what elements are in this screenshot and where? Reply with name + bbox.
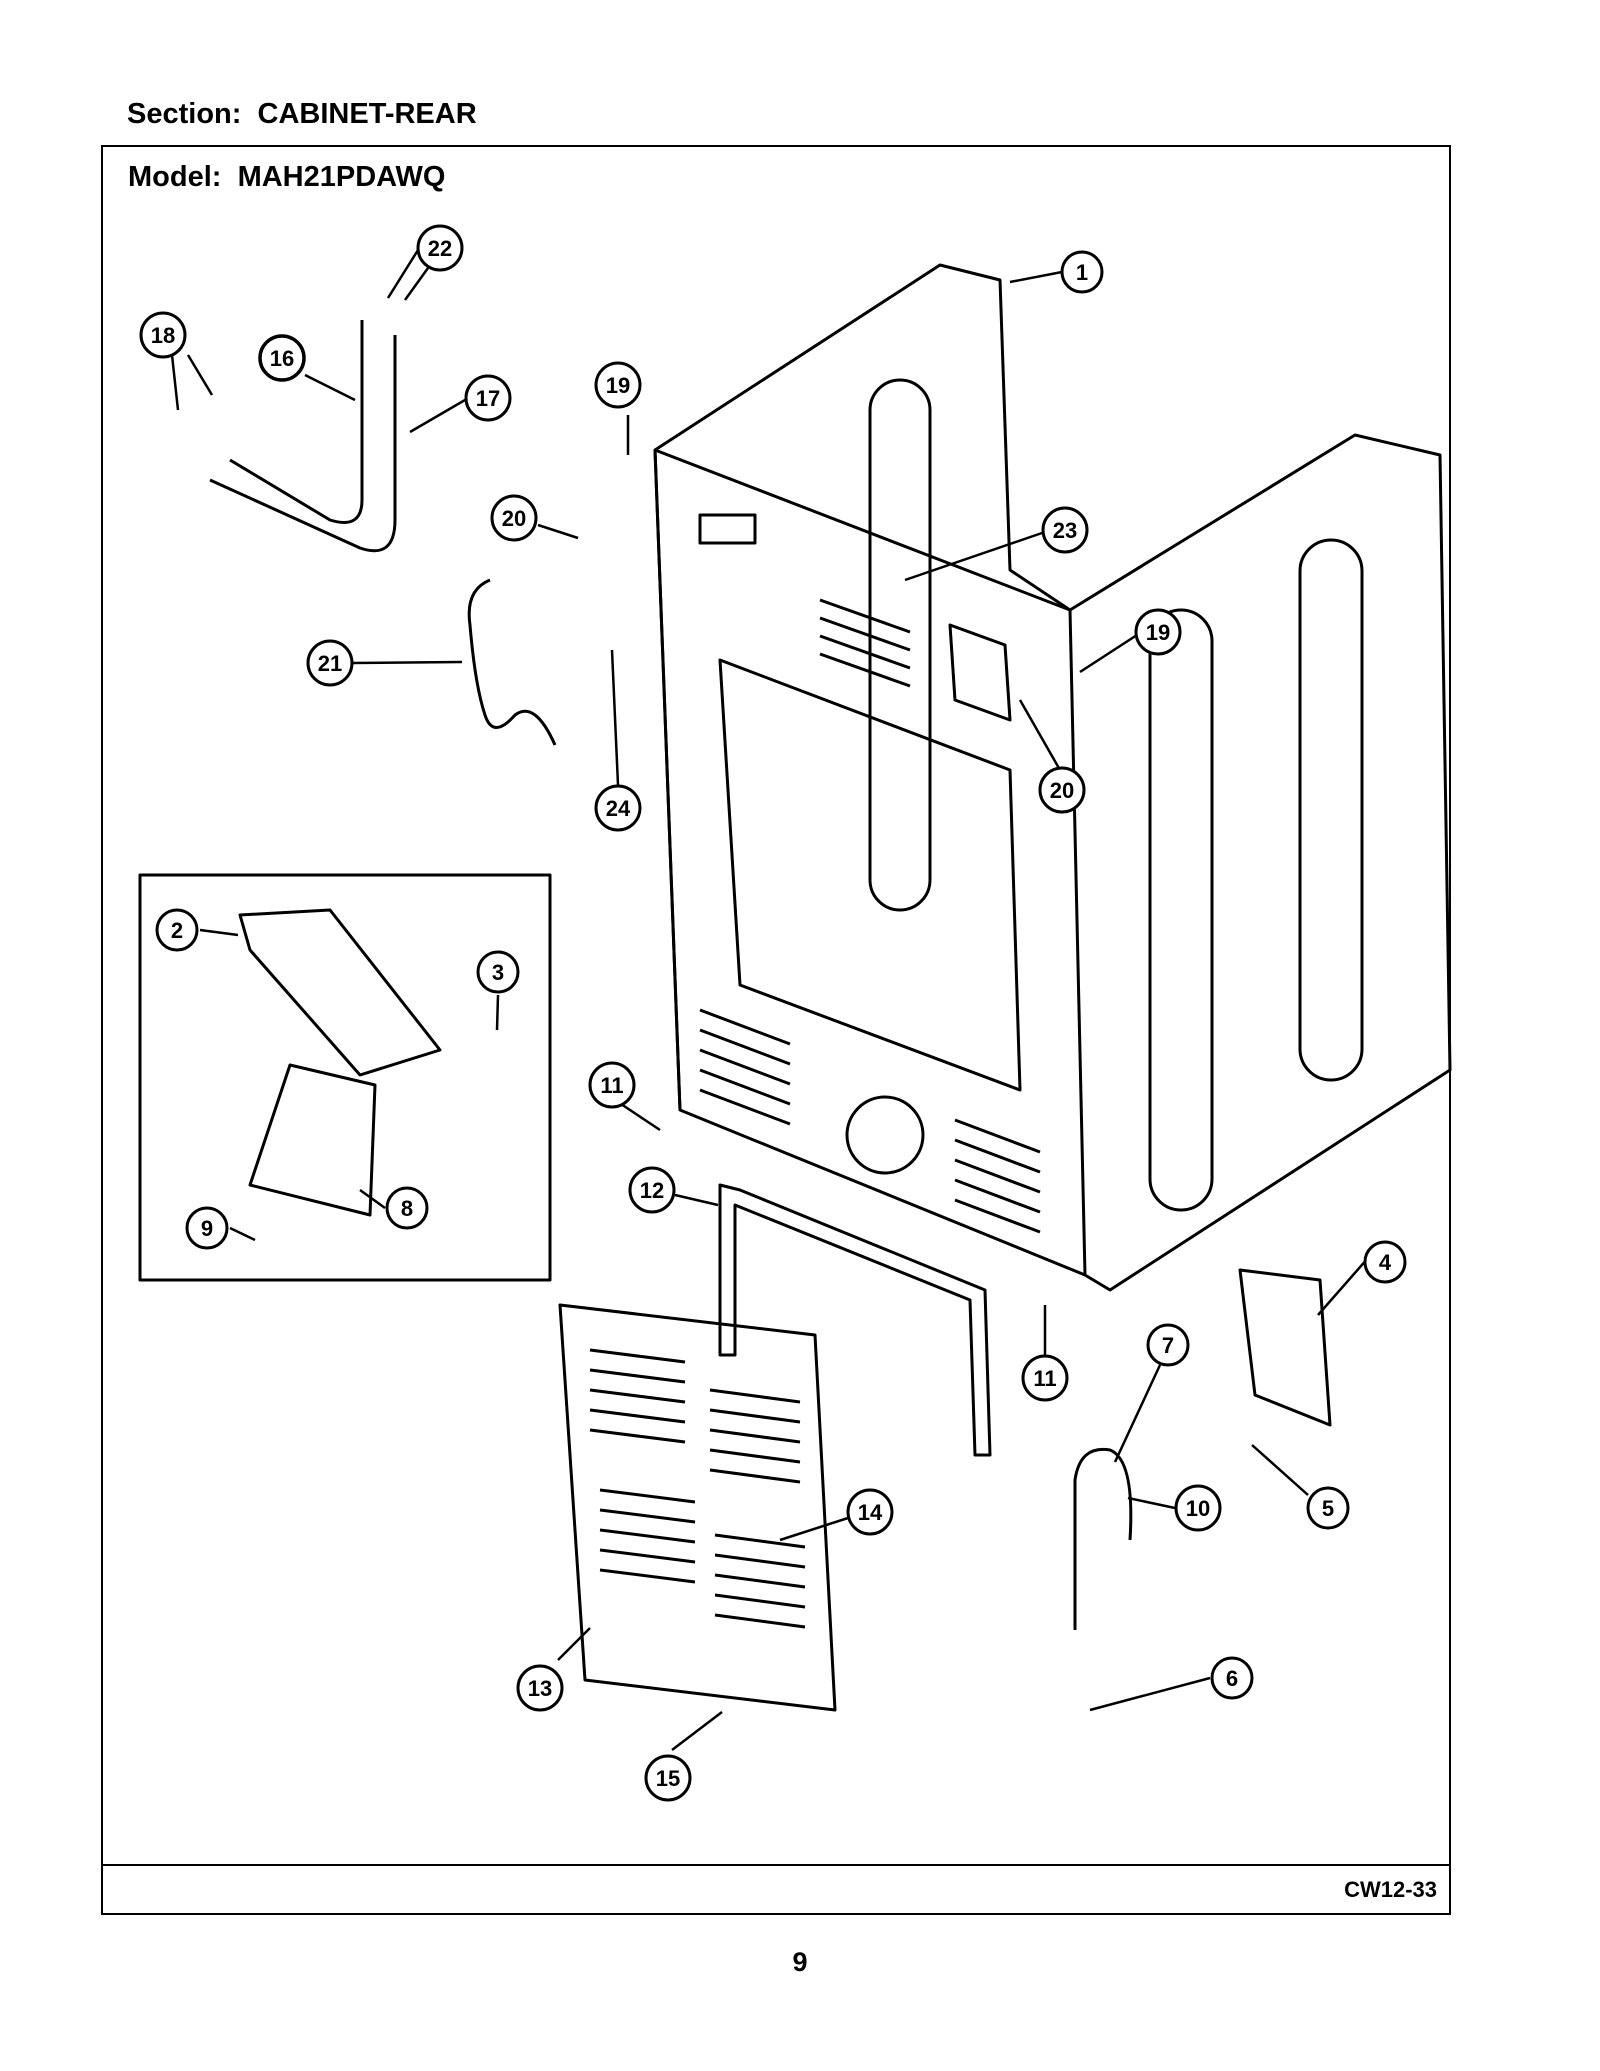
callout-22: 22 <box>416 224 464 272</box>
label-plate <box>698 513 757 545</box>
svg-text:2: 2 <box>171 918 183 943</box>
svg-text:22: 22 <box>428 236 452 261</box>
svg-text:15: 15 <box>656 1766 680 1791</box>
svg-text:8: 8 <box>401 1196 413 1221</box>
cabinet-drawing <box>138 263 1452 1712</box>
inset-box <box>138 873 552 1282</box>
lower-vents <box>699 1008 1041 1234</box>
svg-text:14: 14 <box>858 1500 883 1525</box>
callout-24: 24 <box>594 784 642 832</box>
svg-text:23: 23 <box>1053 518 1077 543</box>
inlet-hose-cold <box>209 335 397 553</box>
svg-text:6: 6 <box>1226 1666 1238 1691</box>
callout-7: 7 <box>1146 1323 1190 1367</box>
section-name: CABINET-REAR <box>257 98 477 130</box>
rear-panel <box>558 1303 837 1712</box>
footer-divider <box>103 1864 1449 1866</box>
callout-23: 23 <box>1041 506 1089 554</box>
access-plate <box>948 623 1012 722</box>
section-title: Section: CABINET-REAR <box>127 98 477 130</box>
svg-text:4: 4 <box>1379 1250 1392 1275</box>
callout-4: 4 <box>1363 1240 1407 1284</box>
callout-16: 16 <box>258 334 306 382</box>
callout-11-cabinet: 11 <box>588 1061 636 1109</box>
model-title: Model: MAH21PDAWQ <box>128 161 446 193</box>
diagram-code: CW12-33 <box>1344 1877 1437 1902</box>
rear-opening <box>718 658 1022 1092</box>
svg-text:10: 10 <box>1186 1496 1210 1521</box>
svg-text:16: 16 <box>270 346 294 371</box>
svg-text:5: 5 <box>1322 1496 1334 1521</box>
svg-text:20: 20 <box>502 506 526 531</box>
svg-text:11: 11 <box>600 1073 623 1098</box>
callout-5: 5 <box>1306 1486 1350 1530</box>
cabinet-brace <box>718 1183 992 1457</box>
callout-2: 2 <box>155 908 199 952</box>
svg-text:3: 3 <box>492 960 504 985</box>
callout-20-left: 20 <box>490 494 538 542</box>
valve-shield <box>248 1063 377 1217</box>
page-number: 9 <box>792 1947 808 1977</box>
callout-1: 1 <box>1060 250 1104 294</box>
callout-9: 9 <box>185 1206 229 1250</box>
callout-10: 10 <box>1174 1484 1222 1532</box>
callout-13: 13 <box>516 1664 564 1712</box>
callout-17: 17 <box>464 374 512 422</box>
svg-text:20: 20 <box>1050 778 1074 803</box>
svg-text:19: 19 <box>1146 620 1170 645</box>
callout-11-brace: 11 <box>1021 1354 1069 1402</box>
inner-slot <box>868 378 932 912</box>
side-slot <box>1148 608 1214 1212</box>
side-slot <box>1298 538 1364 1082</box>
upper-vents <box>819 598 911 688</box>
svg-text:24: 24 <box>606 796 631 821</box>
callout-12: 12 <box>628 1166 676 1214</box>
callout-18: 18 <box>139 311 187 359</box>
water-valve <box>238 908 442 1077</box>
cabinet-left-edge <box>653 449 682 1111</box>
svg-text:12: 12 <box>640 1178 664 1203</box>
drain-hole <box>845 1095 925 1175</box>
cabinet-outline <box>653 263 1452 1292</box>
svg-text:13: 13 <box>528 1676 552 1701</box>
leader-lines <box>170 249 1369 1751</box>
power-cord <box>467 578 557 746</box>
inlet-hose-hot <box>229 320 364 524</box>
svg-text:21: 21 <box>318 651 342 676</box>
rear-panel-vents <box>589 1348 806 1629</box>
svg-text:1: 1 <box>1076 260 1088 285</box>
callout-8: 8 <box>385 1186 429 1230</box>
svg-text:9: 9 <box>201 1216 213 1241</box>
svg-text:18: 18 <box>151 323 175 348</box>
callout-19-right: 19 <box>1134 608 1182 656</box>
callout-20-right: 20 <box>1038 766 1086 814</box>
callout-19-left: 19 <box>594 361 642 409</box>
callout-14: 14 <box>846 1488 894 1536</box>
svg-text:17: 17 <box>476 386 500 411</box>
svg-text:11: 11 <box>1033 1366 1056 1391</box>
model-number: MAH21PDAWQ <box>237 161 446 193</box>
side-cover <box>1238 1268 1332 1427</box>
svg-text:19: 19 <box>606 373 630 398</box>
callout-markers: 1 2 3 4 5 6 7 8 9 10 11 11 12 13 14 15 1… <box>139 224 1407 1802</box>
callout-6: 6 <box>1210 1656 1254 1700</box>
callout-21: 21 <box>306 639 354 687</box>
svg-text:7: 7 <box>1162 1333 1174 1358</box>
cabinet-front-edge <box>654 448 1087 1276</box>
drain-hose <box>1073 1447 1133 1630</box>
callout-3: 3 <box>476 950 520 994</box>
callout-15: 15 <box>644 1754 692 1802</box>
